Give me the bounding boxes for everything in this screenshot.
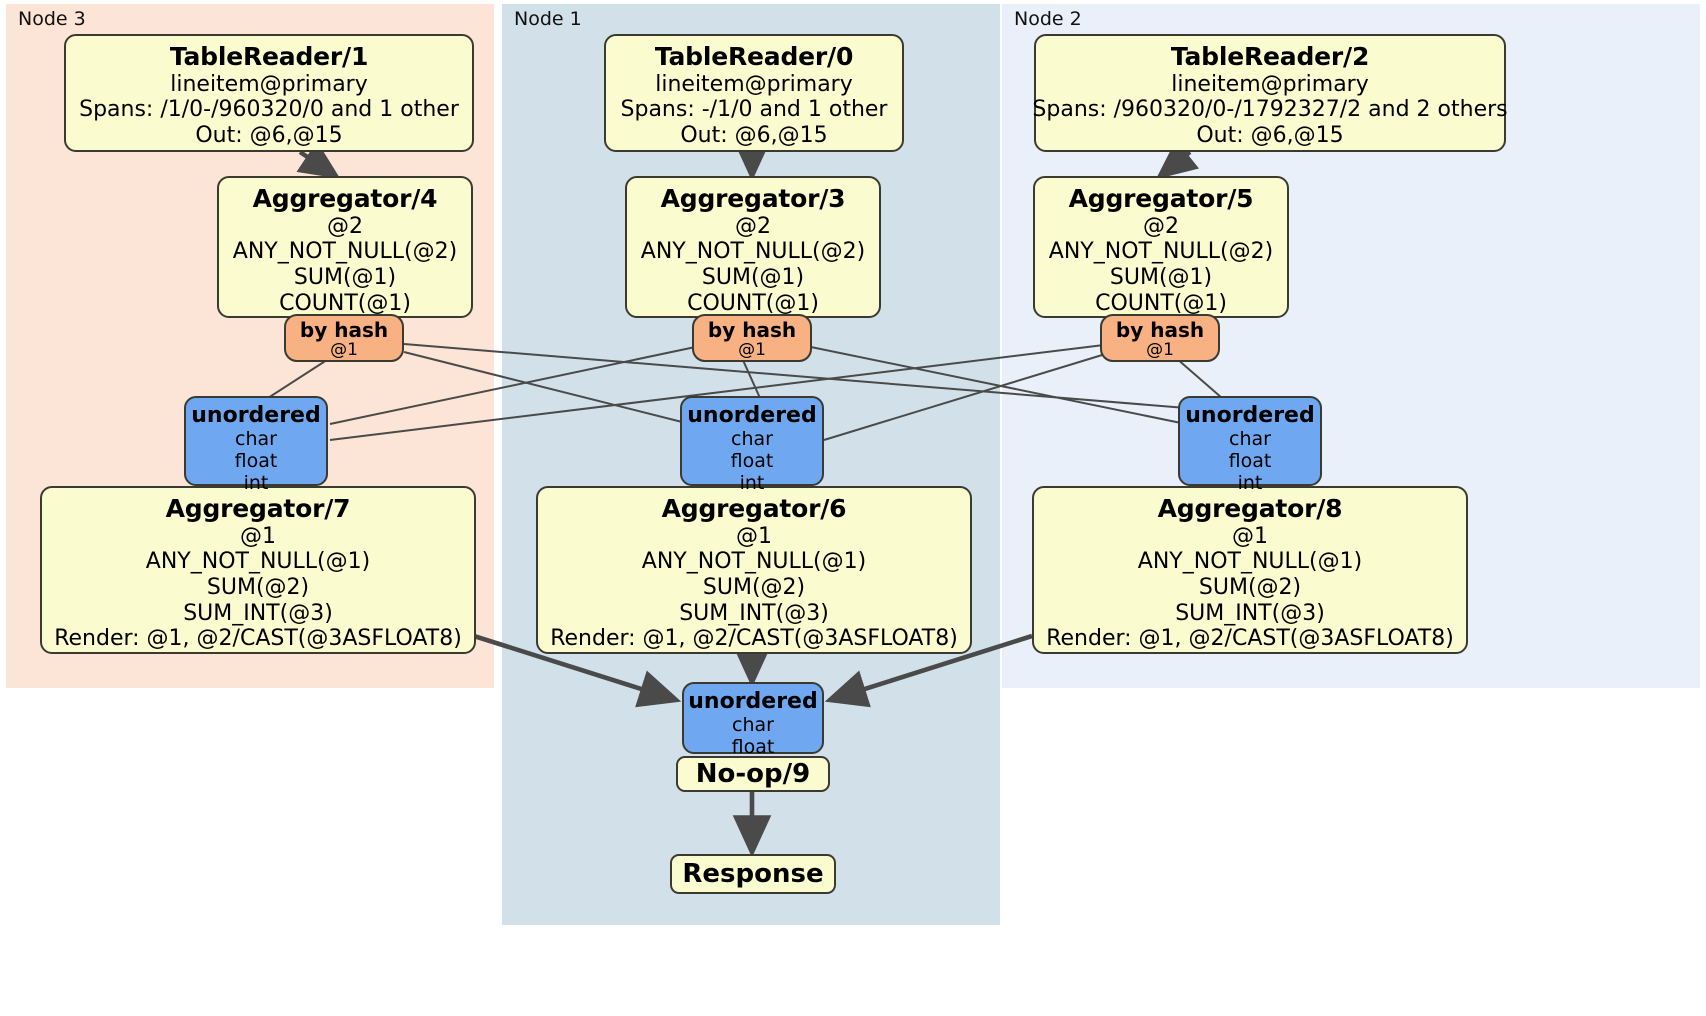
processor-line: Render: @1, @2/CAST(@3ASFLOAT8): [550, 626, 958, 652]
processor-line: Spans: -/1/0 and 1 other: [620, 97, 888, 123]
processor-line: ANY_NOT_NULL(@1): [145, 549, 371, 575]
synchronizer-line: char: [1229, 428, 1271, 451]
processor-line: ANY_NOT_NULL(@2): [640, 239, 866, 265]
synchronizer-line: float: [234, 450, 278, 473]
processor-line: SUM(@2): [206, 574, 310, 600]
synchronizer-unordered-final[interactable]: unordered char float: [682, 682, 824, 758]
router-line: @1: [1146, 340, 1174, 360]
processor-line: SUM_INT(@3): [1175, 600, 1325, 626]
processor-line: lineitem@primary: [170, 71, 368, 97]
processor-aggregator-5[interactable]: Aggregator/5 @2 ANY_NOT_NULL(@2) SUM(@1)…: [1033, 176, 1289, 318]
processor-title: Aggregator/5: [1068, 184, 1254, 213]
processor-line: SUM_INT(@3): [679, 600, 829, 626]
processor-line: Render: @1, @2/CAST(@3ASFLOAT8): [54, 626, 462, 652]
processor-tablereader-0[interactable]: TableReader/0 lineitem@primary Spans: -/…: [604, 34, 904, 152]
processor-line: Out: @6,@15: [680, 122, 828, 148]
processor-line: Out: @6,@15: [195, 122, 343, 148]
processor-line: @2: [327, 213, 363, 239]
processor-title: TableReader/2: [1170, 42, 1370, 71]
processor-line: @2: [1143, 213, 1179, 239]
processor-title: Response: [682, 859, 824, 889]
processor-title: TableReader/0: [654, 42, 854, 71]
processor-aggregator-7[interactable]: Aggregator/7 @1 ANY_NOT_NULL(@1) SUM(@2)…: [40, 486, 476, 654]
processor-tablereader-1[interactable]: TableReader/1 lineitem@primary Spans: /1…: [64, 34, 474, 152]
router-line: @1: [738, 340, 766, 360]
processor-line: lineitem@primary: [1171, 71, 1369, 97]
processor-response[interactable]: Response: [670, 854, 836, 894]
processor-title: TableReader/1: [169, 42, 369, 71]
processor-line: @1: [240, 523, 276, 549]
processor-title: Aggregator/3: [660, 184, 846, 213]
processor-line: SUM(@2): [1198, 574, 1302, 600]
processor-line: @2: [735, 213, 771, 239]
processor-line: SUM(@2): [702, 574, 806, 600]
processor-line: lineitem@primary: [655, 71, 853, 97]
processor-aggregator-6[interactable]: Aggregator/6 @1 ANY_NOT_NULL(@1) SUM(@2)…: [536, 486, 972, 654]
synchronizer-unordered-node1[interactable]: unordered char float int: [680, 396, 824, 494]
synchronizer-title: unordered: [688, 689, 818, 714]
processor-title: Aggregator/6: [661, 494, 847, 523]
synchronizer-line: float: [730, 450, 774, 473]
synchronizer-title: unordered: [191, 403, 321, 428]
processor-line: Spans: /1/0-/960320/0 and 1 other: [79, 97, 459, 123]
synchronizer-unordered-node2[interactable]: unordered char float int: [1178, 396, 1322, 494]
node-label-node1: Node 1: [514, 8, 582, 30]
processor-line: ANY_NOT_NULL(@2): [232, 239, 458, 265]
processor-line: COUNT(@1): [687, 290, 819, 316]
processor-line: ANY_NOT_NULL(@1): [1137, 549, 1363, 575]
processor-line: COUNT(@1): [1095, 290, 1227, 316]
processor-line: Render: @1, @2/CAST(@3ASFLOAT8): [1046, 626, 1454, 652]
node-label-node3: Node 3: [18, 8, 86, 30]
processor-line: SUM(@1): [1109, 264, 1213, 290]
synchronizer-line: int: [739, 472, 765, 495]
synchronizer-line: char: [235, 428, 277, 451]
synchronizer-line: float: [731, 736, 775, 759]
processor-line: SUM(@1): [701, 264, 805, 290]
router-title: by hash: [299, 318, 389, 342]
router-by-hash-node2[interactable]: by hash @1: [1100, 314, 1220, 362]
synchronizer-title: unordered: [1185, 403, 1315, 428]
processor-line: @1: [736, 523, 772, 549]
processor-line: ANY_NOT_NULL(@1): [641, 549, 867, 575]
processor-line: COUNT(@1): [279, 290, 411, 316]
router-title: by hash: [707, 318, 797, 342]
synchronizer-line: char: [731, 428, 773, 451]
node-label-node2: Node 2: [1014, 8, 1082, 30]
processor-line: Spans: /960320/0-/1792327/2 and 2 others: [1032, 97, 1508, 123]
processor-aggregator-3[interactable]: Aggregator/3 @2 ANY_NOT_NULL(@2) SUM(@1)…: [625, 176, 881, 318]
processor-tablereader-2[interactable]: TableReader/2 lineitem@primary Spans: /9…: [1032, 34, 1508, 152]
synchronizer-line: char: [732, 714, 774, 737]
processor-line: Out: @6,@15: [1196, 122, 1344, 148]
processor-line: SUM_INT(@3): [183, 600, 333, 626]
processor-title: Aggregator/4: [252, 184, 438, 213]
processor-title: Aggregator/8: [1157, 494, 1343, 523]
router-title: by hash: [1115, 318, 1205, 342]
router-by-hash-node1[interactable]: by hash @1: [692, 314, 812, 362]
synchronizer-line: float: [1228, 450, 1272, 473]
synchronizer-title: unordered: [687, 403, 817, 428]
processor-aggregator-4[interactable]: Aggregator/4 @2 ANY_NOT_NULL(@2) SUM(@1)…: [217, 176, 473, 318]
router-line: @1: [330, 340, 358, 360]
processor-line: ANY_NOT_NULL(@2): [1048, 239, 1274, 265]
synchronizer-line: int: [243, 472, 269, 495]
synchronizer-unordered-node3[interactable]: unordered char float int: [184, 396, 328, 494]
processor-title: No-op/9: [695, 759, 811, 789]
processor-line: @1: [1232, 523, 1268, 549]
processor-title: Aggregator/7: [165, 494, 351, 523]
processor-aggregator-8[interactable]: Aggregator/8 @1 ANY_NOT_NULL(@1) SUM(@2)…: [1032, 486, 1468, 654]
router-by-hash-node3[interactable]: by hash @1: [284, 314, 404, 362]
processor-noop-9[interactable]: No-op/9: [676, 756, 830, 792]
synchronizer-line: int: [1237, 472, 1263, 495]
processor-line: SUM(@1): [293, 264, 397, 290]
